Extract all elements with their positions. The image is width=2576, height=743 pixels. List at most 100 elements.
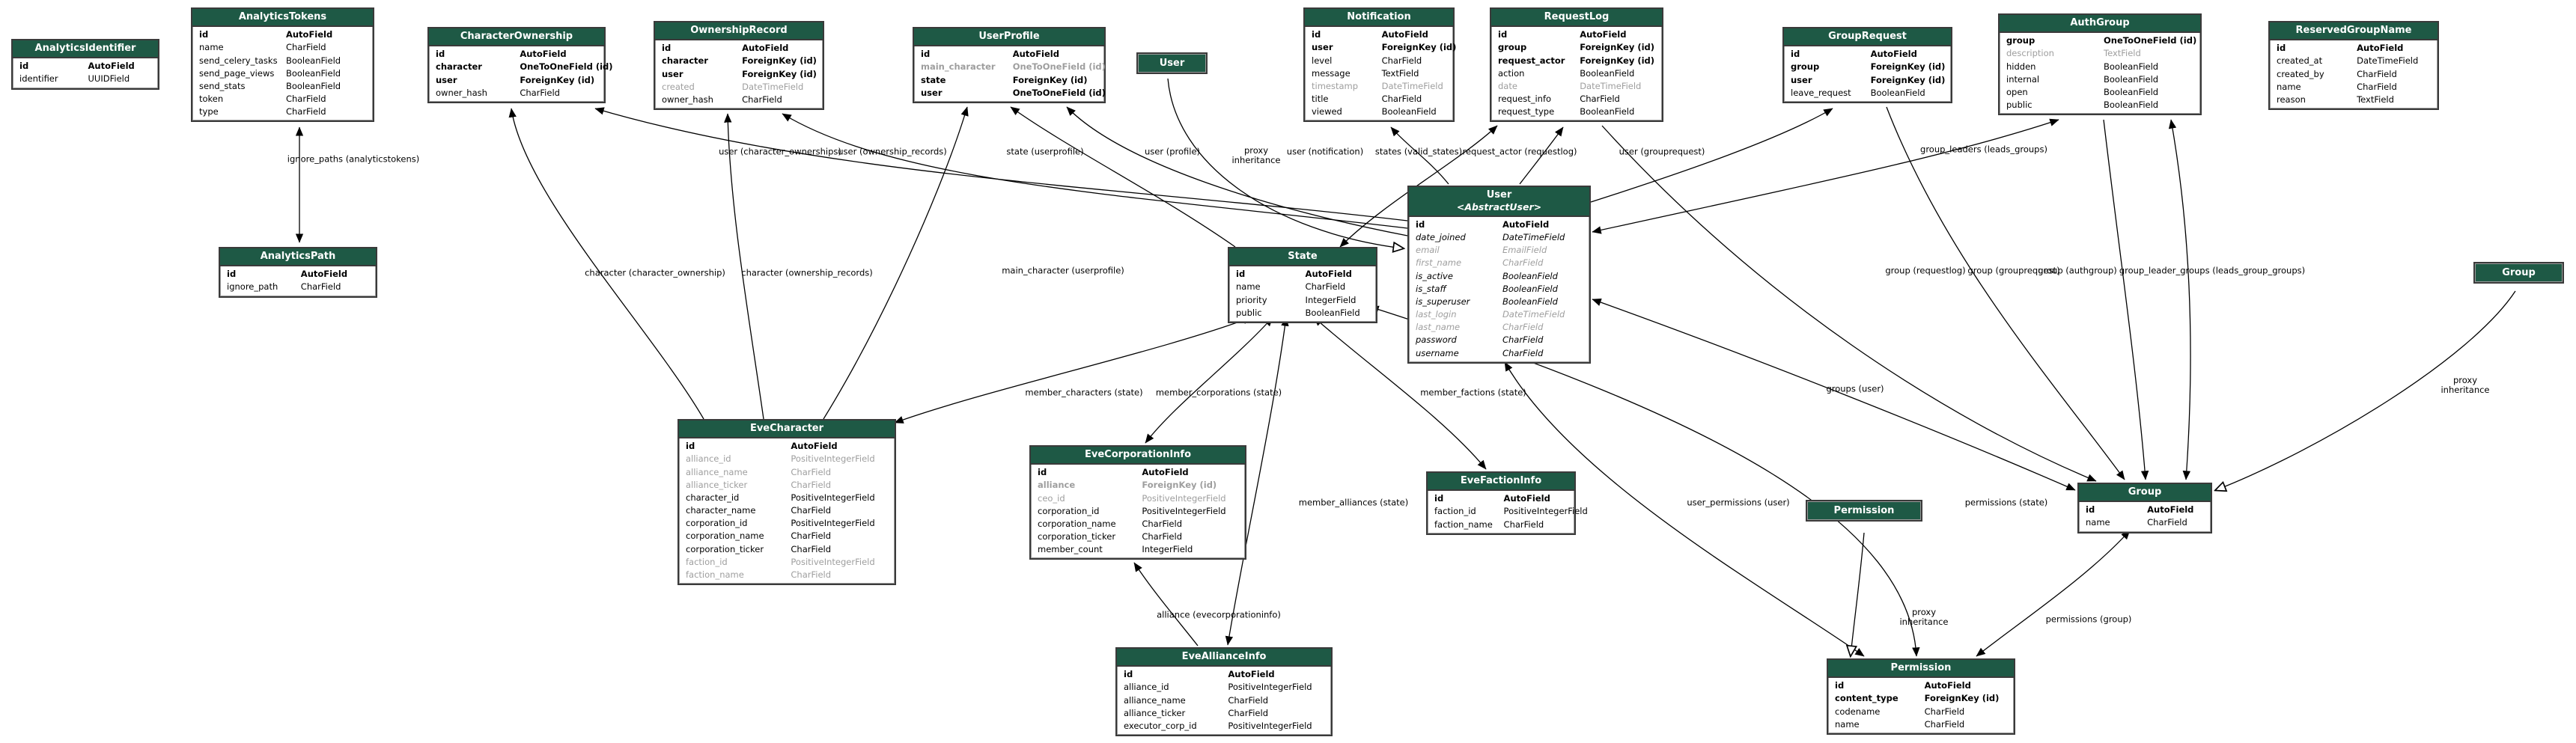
entity-name: EveAllianceInfo [1181,651,1267,662]
field-name: alliance_id [686,453,731,465]
field-name: id [1498,29,1508,40]
field-name: corporation_ticker [686,543,764,554]
edge-label: proxy inheritance [1899,606,1949,627]
field-name: reason [2277,94,2306,105]
field-name: first_name [1416,257,1462,269]
field-name: hidden [2006,61,2036,72]
field-name: ignore_path [227,281,278,293]
field-name: member_count [1038,544,1103,555]
field-name: request_info [1498,94,1552,105]
field-type: BooleanField [1580,106,1635,117]
edge-label: group_leader_groups (leads_group_groups) [2119,265,2306,276]
field-type: CharField [1502,322,1544,333]
field-name: executor_corp_id [1124,720,1197,731]
entity-name: RequestLog [1544,11,1610,22]
field-type: CharField [1924,718,1965,730]
entity-title: EveCorporationInfo [1031,447,1245,465]
edge-alliance-evecorporationinfo [1133,562,1199,646]
field-name: corporation_name [1038,518,1116,529]
entity-title: CharacterOwnership [429,28,604,47]
field-row: member_count IntegerField [1031,543,1245,556]
field-type: CharField [791,531,832,542]
field-name: state [921,74,946,85]
field-type: PositiveIntegerField [791,492,875,503]
field-name: alliance_ticker [1124,707,1186,718]
entity-title: Group [2079,484,2211,503]
entity-title: State [1229,248,1376,267]
edge-label: character (ownership_records) [741,267,873,278]
field-name: group [2006,35,2035,46]
field-type: CharField [1503,519,1544,530]
edge-label: main_character (userprofile) [1002,265,1124,276]
field-type: AutoField [1502,218,1550,230]
edge-label: user (grouprequest) [1619,146,1705,157]
edge-label: state (userprofile) [1006,146,1084,157]
edge-group-grouprequest [1886,106,2125,480]
field-type: CharField [1924,706,1965,717]
field-type: UUIDField [88,73,130,85]
edge-label: user (profile) [1144,146,1201,157]
field-name: user [662,68,683,79]
field-type: CharField [791,479,832,490]
field-type: AutoField [2147,504,2194,516]
field-type: CharField [1142,518,1182,529]
field-type: IntegerField [1142,544,1193,555]
edge-permissions-group [1976,530,2131,657]
field-name: id [1236,269,1246,280]
edge-label: member_corporations (state) [1155,387,1282,398]
field-type: CharField [1502,257,1544,269]
entity-name: AuthGroup [2070,17,2130,28]
field-type: AutoField [1305,269,1352,280]
field-row: first_name CharField [1409,257,1589,269]
edge-proxy-group [2216,290,2516,490]
edge-label: member_alliances (state) [1298,497,1409,508]
field-type: PositiveIntegerField [1228,682,1312,693]
edge-label: permissions (group) [2045,614,2132,625]
field-type: EmailField [1502,245,1547,256]
field-type: DateTimeField [2357,55,2419,67]
field-name: user [1312,42,1333,53]
edge-label: member_factions (state) [1420,387,1526,398]
field-name: owner_hash [662,94,713,105]
field-name: id [686,441,695,452]
field-name: id [19,61,29,72]
field-name: main_character [921,61,996,73]
entity-name: AnalyticsPath [260,251,336,262]
field-type: CharField [1502,347,1544,358]
field-name: title [1312,94,1329,105]
field-type: ForeignKey (id) [742,68,817,79]
field-type: BooleanField [1305,307,1360,318]
field-type: PositiveIntegerField [1142,505,1226,516]
edge-label: user_permissions (user) [1687,497,1790,508]
field-type: BooleanField [1580,67,1635,79]
